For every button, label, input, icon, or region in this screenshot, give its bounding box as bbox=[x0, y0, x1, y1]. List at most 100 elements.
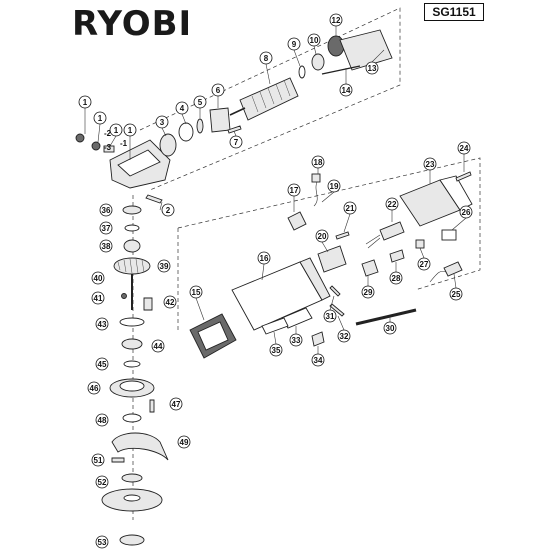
bearing-holder bbox=[209, 107, 231, 133]
motor-housing-rear bbox=[299, 257, 331, 301]
callout-48: 48 bbox=[95, 413, 109, 427]
callout-38: 38 bbox=[99, 239, 113, 253]
bearing-44 bbox=[121, 338, 143, 350]
sub-label-3: -3 bbox=[104, 143, 112, 152]
callout-12: 12 bbox=[329, 13, 343, 27]
callout-9: 9 bbox=[287, 37, 301, 51]
callout-43: 43 bbox=[95, 317, 109, 331]
callout-25: 25 bbox=[449, 287, 463, 301]
connector-27 bbox=[415, 239, 425, 249]
lock-nut-53 bbox=[119, 534, 145, 546]
callout-number: 18 bbox=[314, 158, 323, 167]
armature-windings bbox=[251, 79, 291, 113]
callout-number: 7 bbox=[234, 138, 239, 147]
callout-number: 2 bbox=[166, 206, 171, 215]
callout-36: 36 bbox=[99, 203, 113, 217]
callout-29: 29 bbox=[361, 285, 375, 299]
callout-number: 51 bbox=[94, 456, 103, 465]
callout-number: 5 bbox=[198, 98, 203, 107]
callout-number: 8 bbox=[264, 54, 269, 63]
screw-32 bbox=[329, 303, 345, 317]
bearing-36 bbox=[122, 205, 142, 215]
callout-35: 35 bbox=[269, 343, 283, 357]
callout-44: 44 bbox=[151, 339, 165, 353]
callout-18: 18 bbox=[311, 155, 325, 169]
callout-number: 1 bbox=[98, 114, 103, 123]
screw-21 bbox=[335, 231, 350, 240]
callout-31: 31 bbox=[323, 309, 337, 323]
grinding-wheel-hub bbox=[123, 494, 141, 502]
callout-number: 21 bbox=[346, 204, 355, 213]
callout-number: 30 bbox=[386, 324, 395, 333]
callout-number: 29 bbox=[364, 288, 373, 297]
packing-48 bbox=[122, 413, 142, 423]
callout-number: 1 bbox=[114, 126, 119, 135]
callout-number: 36 bbox=[102, 206, 111, 215]
washer-5 bbox=[196, 118, 204, 134]
callout-41: 41 bbox=[91, 291, 105, 305]
washer-45 bbox=[123, 360, 141, 368]
screw-1b bbox=[91, 141, 101, 151]
callout-number: 43 bbox=[98, 320, 107, 329]
screw-2 bbox=[145, 194, 163, 204]
callout-number: 28 bbox=[392, 274, 401, 283]
callout-20: 20 bbox=[315, 229, 329, 243]
callout-26: 26 bbox=[459, 205, 473, 219]
callout-16: 16 bbox=[257, 251, 271, 265]
callout-number: 6 bbox=[216, 86, 221, 95]
callout-number: 52 bbox=[98, 478, 107, 487]
callout-22: 22 bbox=[385, 197, 399, 211]
screw-31 bbox=[329, 285, 341, 297]
callout-4: 4 bbox=[175, 101, 189, 115]
screw-42 bbox=[143, 297, 153, 311]
callout-47: 47 bbox=[169, 397, 183, 411]
callout-45: 45 bbox=[95, 357, 109, 371]
callout-30: 30 bbox=[383, 321, 397, 335]
pinion-gear bbox=[159, 133, 177, 157]
callout-number: 46 bbox=[90, 384, 99, 393]
callout-number: 47 bbox=[172, 400, 181, 409]
leader-lines bbox=[84, 26, 467, 354]
sub-label-1: -1 bbox=[120, 139, 128, 148]
bearing-cover-hub bbox=[119, 380, 145, 392]
insulation-plate-35 bbox=[261, 317, 289, 335]
plug-25 bbox=[443, 261, 463, 277]
callout-1d: 1 bbox=[123, 123, 137, 137]
callout-19: 19 bbox=[327, 179, 341, 193]
callout-number: 44 bbox=[154, 342, 163, 351]
callout-number: 3 bbox=[160, 118, 165, 127]
brush-holder-20 bbox=[317, 245, 347, 273]
carbon-brush-18 bbox=[311, 173, 321, 183]
callout-number: 45 bbox=[98, 360, 107, 369]
callout-6: 6 bbox=[211, 83, 225, 97]
callout-15: 15 bbox=[189, 285, 203, 299]
fan-guide bbox=[339, 29, 393, 71]
callout-number: 41 bbox=[94, 294, 103, 303]
callout-39: 39 bbox=[157, 259, 171, 273]
callout-number: 38 bbox=[102, 242, 111, 251]
callout-number: 32 bbox=[340, 332, 349, 341]
callout-number: 14 bbox=[342, 86, 351, 95]
callout-number: 42 bbox=[166, 298, 175, 307]
cord-clip-28 bbox=[389, 249, 405, 263]
terminal-34 bbox=[311, 331, 325, 347]
power-cord bbox=[429, 271, 447, 283]
callout-40: 40 bbox=[91, 271, 105, 285]
screw-47 bbox=[149, 399, 155, 413]
callout-49: 49 bbox=[177, 435, 191, 449]
armature bbox=[239, 77, 299, 121]
screw-24 bbox=[455, 171, 472, 182]
callout-53: 53 bbox=[95, 535, 109, 549]
callout-17: 17 bbox=[287, 183, 301, 197]
callout-labels: 1 1 1 1 -2 -3 -1 2 3 4 5 6 7 8 9 10 12 1… bbox=[78, 13, 473, 549]
gear-teeth bbox=[117, 258, 145, 274]
callout-51: 51 bbox=[91, 453, 105, 467]
callout-number: 13 bbox=[368, 64, 377, 73]
switch-22 bbox=[379, 221, 405, 241]
callout-14: 14 bbox=[339, 83, 353, 97]
screw-1c bbox=[103, 145, 115, 153]
washer-43 bbox=[119, 317, 145, 327]
armature-shaft bbox=[229, 107, 246, 116]
ball-bearing-10 bbox=[311, 53, 325, 71]
callout-number: 1 bbox=[128, 126, 133, 135]
